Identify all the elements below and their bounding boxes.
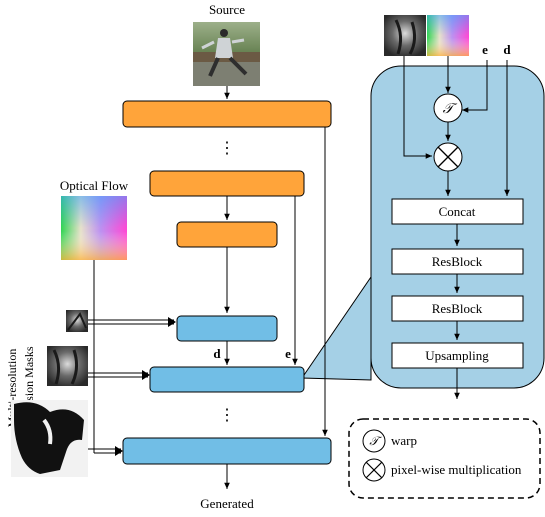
source-image — [193, 22, 260, 86]
decoder-block-3 — [122, 437, 332, 465]
concat-label: Concat — [439, 204, 476, 219]
mask-image-small — [66, 310, 88, 332]
encoder-block-2 — [149, 170, 305, 197]
optical-flow-label: Optical Flow — [60, 178, 129, 193]
mask-to-decoder-1-arrow — [88, 317, 176, 327]
optical-flow-image — [61, 196, 127, 260]
d-label-top: d — [503, 42, 511, 57]
warp-operator: 𝒯 — [433, 93, 463, 123]
concat-block — [391, 198, 524, 225]
d-label-left: d — [213, 346, 221, 361]
resblock-1 — [391, 248, 524, 275]
mask-to-decoder-3-arrow — [88, 446, 123, 456]
upsampling-block — [391, 342, 524, 369]
generated-label: Generated — [200, 496, 254, 511]
decoder-block-1 — [176, 315, 278, 342]
zoom-callout-wedge — [301, 275, 372, 381]
legend-warp-label: warp — [391, 433, 417, 448]
resblock-1-label: ResBlock — [432, 254, 483, 269]
ellipsis-encoder: ⋮ — [219, 140, 235, 157]
decoder-block-2 — [149, 366, 305, 393]
multiply-operator — [433, 142, 463, 172]
upsampling-label: Upsampling — [425, 348, 489, 363]
legend-box — [348, 418, 541, 499]
mask-image-large — [11, 400, 88, 477]
legend-multiply-icon — [362, 458, 386, 482]
mask-to-decoder-2-arrow — [88, 370, 150, 380]
e-label-top: e — [482, 42, 488, 57]
mask-thumbnail-top — [384, 15, 426, 56]
resblock-2-label: ResBlock — [432, 301, 483, 316]
encoder-block-1 — [122, 100, 332, 128]
e-label-left: e — [285, 346, 291, 361]
legend-multiply-label: pixel-wise multiplication — [391, 462, 522, 477]
resblock-2 — [391, 295, 524, 322]
legend-warp-icon: 𝒯 — [362, 429, 386, 453]
source-label: Source — [209, 2, 245, 17]
flow-thumbnail-top — [427, 15, 469, 56]
mask-image-medium — [47, 346, 88, 386]
encoder-block-3 — [176, 221, 278, 248]
ellipsis-decoder: ⋮ — [219, 407, 235, 424]
